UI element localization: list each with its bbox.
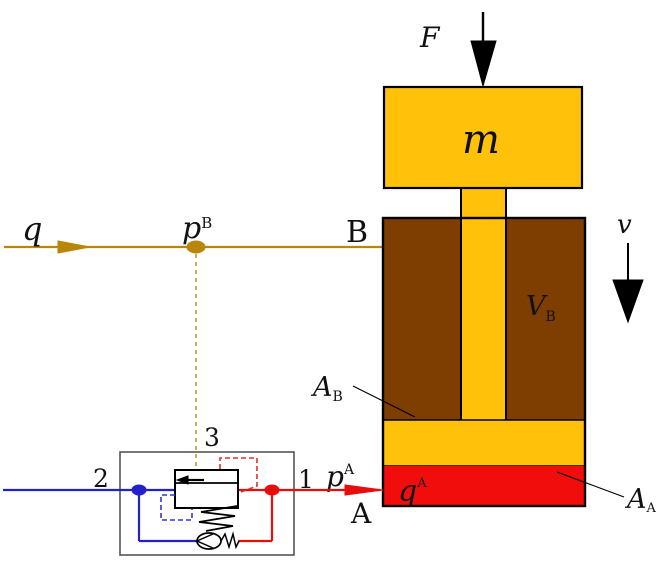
area-b-label: AB <box>310 372 343 405</box>
cylinder-body-outline <box>381 216 587 508</box>
pressure-b-label: pB <box>182 211 212 246</box>
mass-block <box>382 85 584 190</box>
pressure-a-label: pA <box>326 460 355 493</box>
valve-enclosure-box <box>119 451 295 556</box>
check-valve-poppet-icon <box>195 533 214 549</box>
flow-q-label: q <box>22 210 42 248</box>
flow-direction-arrow-icon <box>57 240 91 254</box>
area-b-leader-line <box>352 385 416 418</box>
valve-flow-arrow-icon <box>175 475 204 485</box>
piston <box>382 419 586 467</box>
piston-rod <box>460 187 507 422</box>
volume-b-label: VB <box>526 291 556 325</box>
force-arrow-icon <box>470 12 497 88</box>
port-a-label: A <box>350 497 372 530</box>
port-b-label: B <box>346 215 368 250</box>
line-blue-group <box>3 484 197 543</box>
valve-port-2-label: 2 <box>93 464 109 493</box>
line-red-group <box>238 484 384 543</box>
velocity-label: v <box>617 210 632 240</box>
cylinder-chamber-a <box>383 466 585 505</box>
pilot-line-red-dashed <box>219 457 258 493</box>
velocity-arrow-icon <box>612 243 644 324</box>
port-a-flow-arrow-icon <box>344 484 384 496</box>
force-label: F <box>419 21 441 54</box>
area-a-label: AA <box>624 484 657 516</box>
flow-a-label: qA <box>398 474 427 509</box>
valve-spring-icon <box>198 505 238 532</box>
pressure-b-node-dot <box>186 240 206 254</box>
valve-body <box>174 469 239 509</box>
valve-port-3-label: 3 <box>204 423 220 452</box>
mass-label: m <box>462 117 500 163</box>
check-valve-spring-icon <box>220 531 240 550</box>
pilot-line-blue-dashed <box>160 494 193 521</box>
area-a-leader-line <box>556 471 625 498</box>
valve-port-1-label: 1 <box>298 465 314 494</box>
supply-line-group <box>4 240 383 469</box>
